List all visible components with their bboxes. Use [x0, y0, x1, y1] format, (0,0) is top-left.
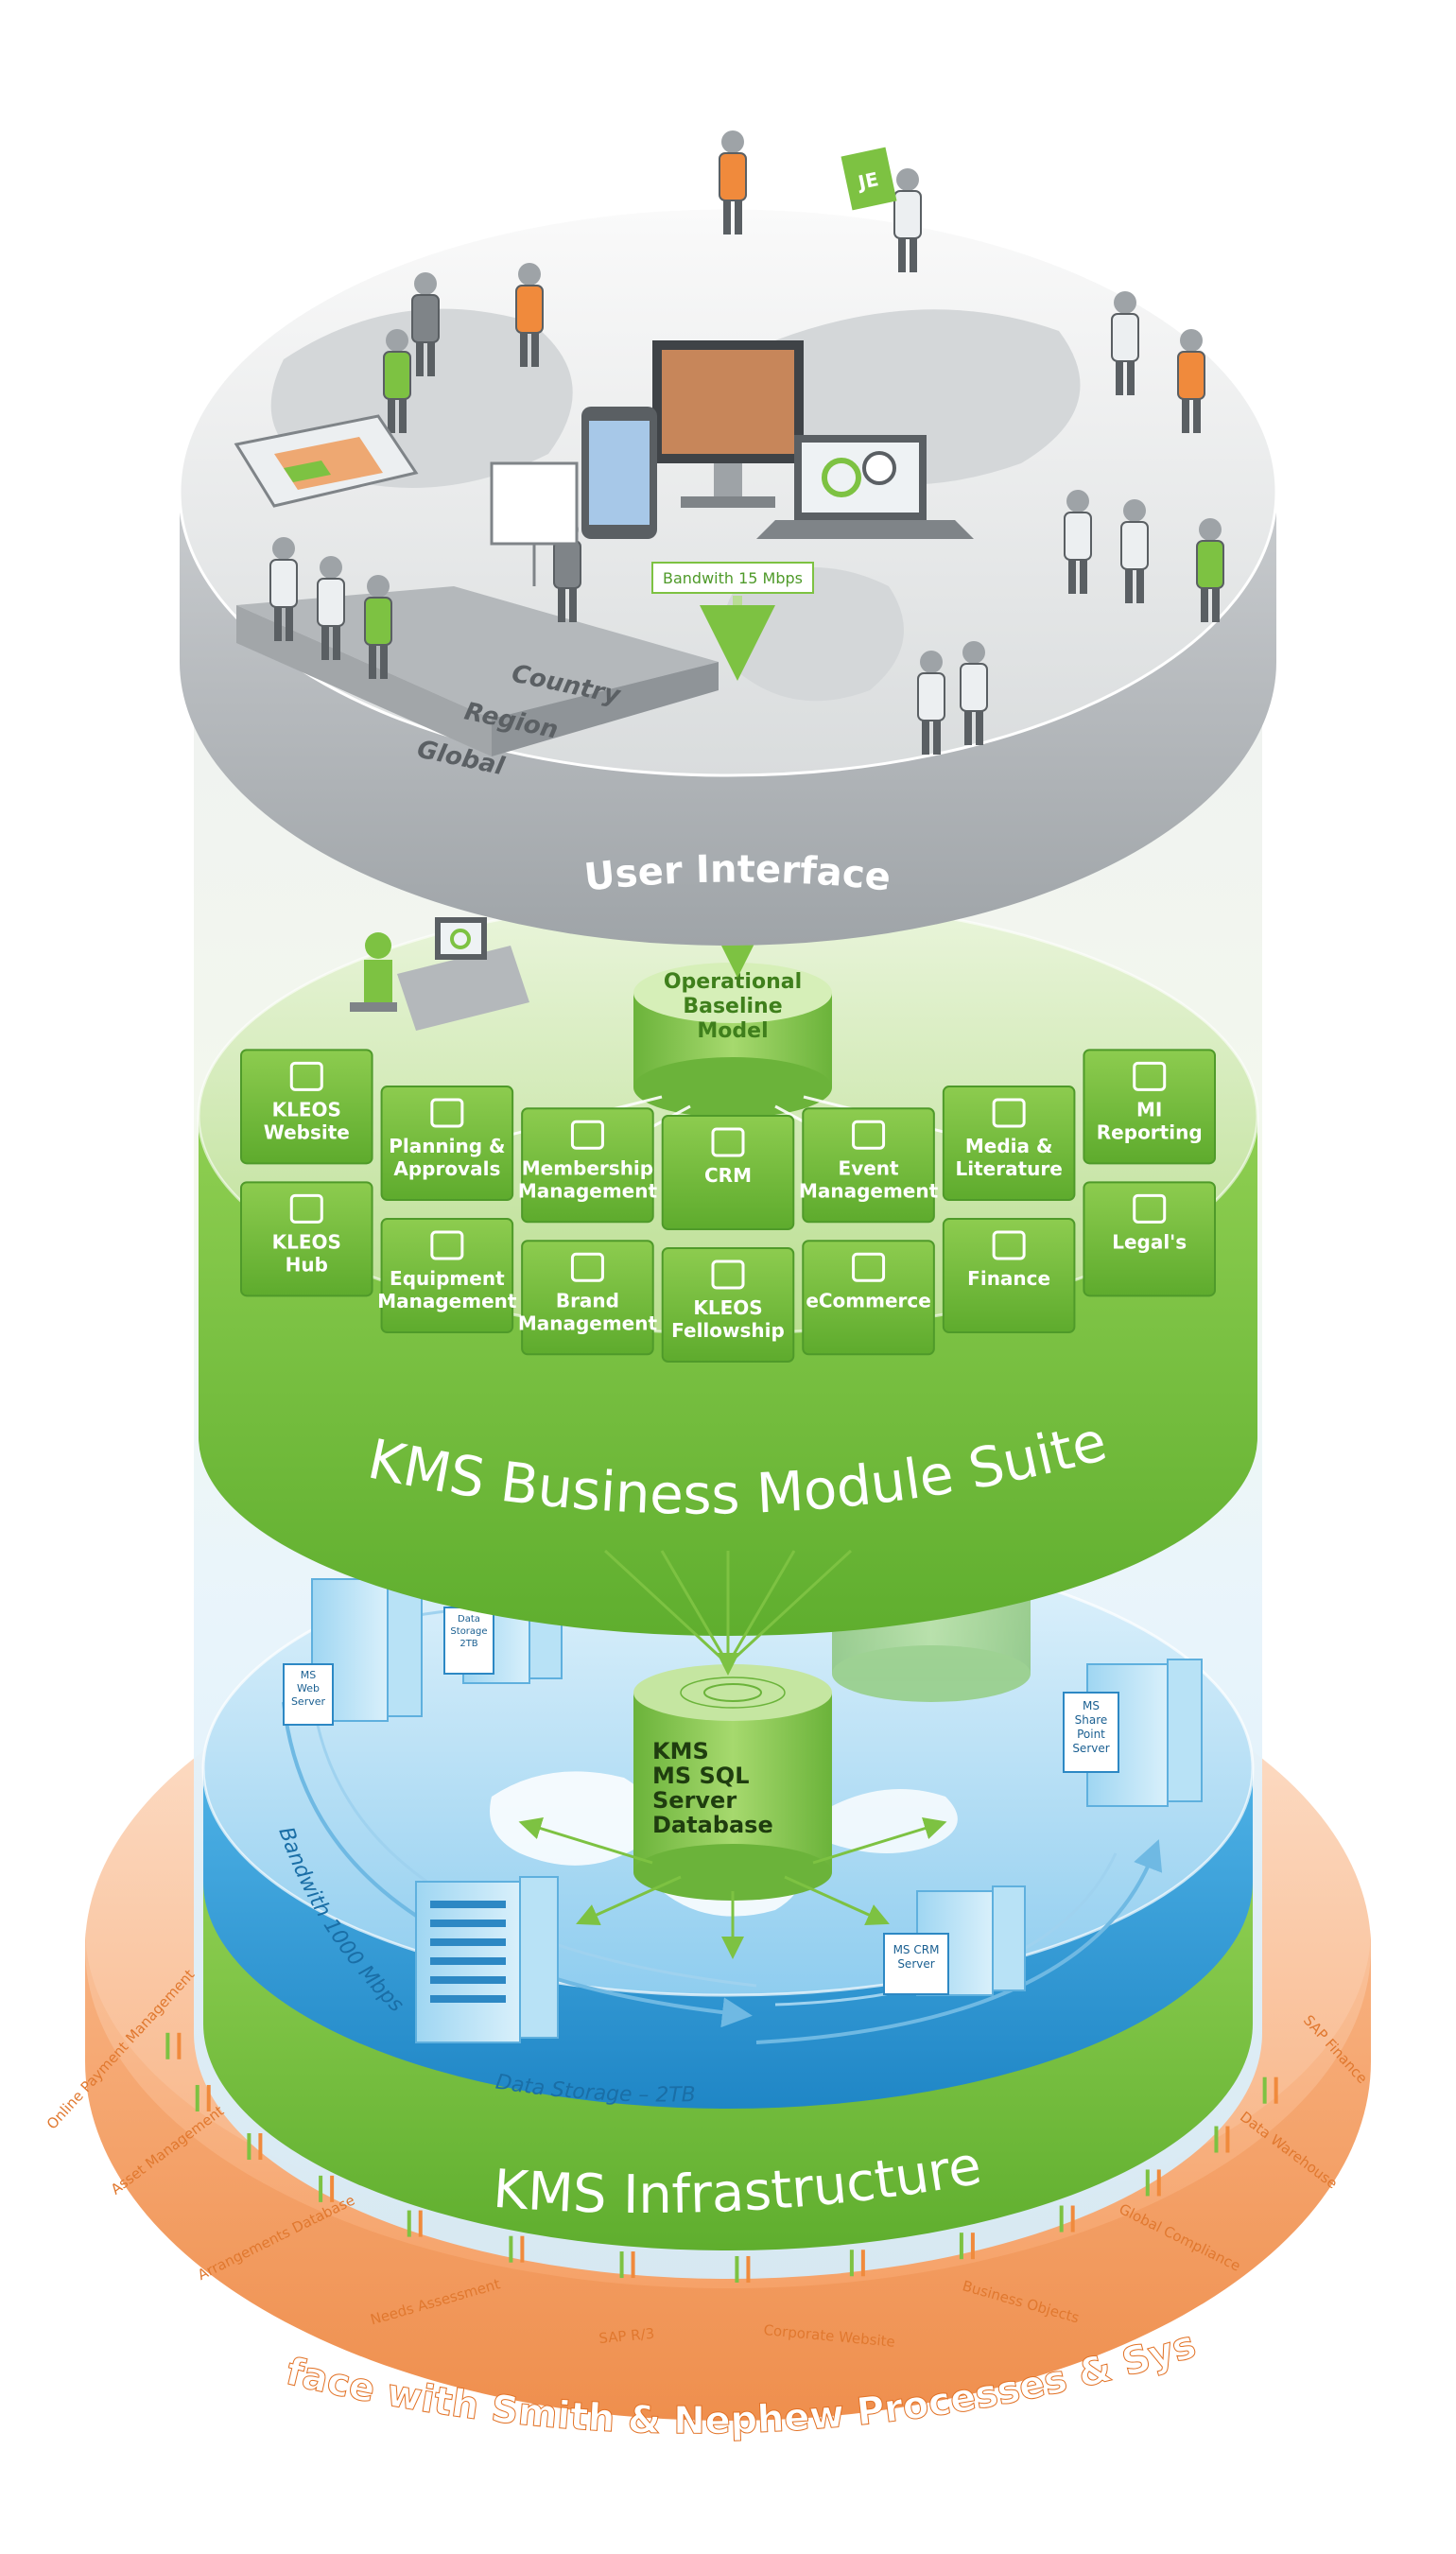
- person-figure: [383, 329, 411, 433]
- browser-icon: [289, 1061, 323, 1091]
- presentation-board: [490, 461, 579, 586]
- module-tile-bottom-6[interactable]: Legal's: [1083, 1181, 1217, 1297]
- module-label: CRM: [704, 1164, 752, 1187]
- module-tile-bottom-5[interactable]: Finance: [942, 1218, 1076, 1334]
- people-icon: [711, 1127, 745, 1157]
- cart-icon: [852, 1252, 886, 1282]
- module-label: Legal's: [1112, 1230, 1187, 1253]
- training-platform: [236, 586, 719, 756]
- ui-bandwidth-box: [651, 562, 814, 594]
- operator-workstation: [350, 917, 529, 1031]
- chart-icon: [1133, 1061, 1167, 1091]
- cone-icon: [992, 1098, 1026, 1128]
- module-label: Finance: [967, 1267, 1050, 1290]
- arrow-icon: [430, 1230, 464, 1260]
- hub-icon: [289, 1193, 323, 1224]
- person-figure: [269, 537, 298, 641]
- person-figure: [1120, 499, 1149, 603]
- analytics-ring-icon: [822, 458, 861, 497]
- calendar-board: [234, 414, 419, 508]
- ui-bandwidth-label: Bandwith 15 Mbps: [663, 569, 803, 587]
- exchange-arrows: [165, 2032, 1278, 2283]
- person-figure: [317, 556, 345, 660]
- module-label: Media &Literature: [955, 1135, 1062, 1180]
- module-tile-top-5[interactable]: Media &Literature: [942, 1086, 1076, 1202]
- module-label: Planning &Approvals: [389, 1135, 505, 1180]
- pound-icon: [992, 1230, 1026, 1260]
- shield-icon: [570, 1252, 604, 1282]
- person-figure: [1064, 490, 1092, 594]
- person-figure: [515, 263, 544, 367]
- crowd-icon: [711, 1260, 745, 1290]
- datacentre-rack: [415, 1876, 559, 2043]
- person-figure: [1196, 518, 1224, 622]
- group-icon: [570, 1120, 604, 1150]
- device-cluster: [581, 340, 974, 539]
- module-tile-bottom-4[interactable]: eCommerce: [802, 1240, 935, 1356]
- person-figure: [1111, 291, 1139, 395]
- person-figure: [364, 575, 392, 679]
- people-figures: [269, 130, 1224, 755]
- user-interface-tier: Country Region Global Bandwith 15 Mbps: [178, 130, 1278, 946]
- ticket-icon: [852, 1120, 886, 1150]
- person-figure: [917, 651, 945, 755]
- journal: JE: [841, 147, 897, 211]
- person-figure: [1177, 329, 1205, 433]
- module-tile-top-3[interactable]: CRM: [661, 1115, 795, 1230]
- briefcase-icon: [1133, 1193, 1167, 1224]
- magnifier-icon: [862, 451, 896, 485]
- system-label: SAP R/3: [598, 2325, 655, 2347]
- module-tile-top-1[interactable]: Planning &Approvals: [380, 1086, 514, 1202]
- person-figure: [411, 272, 440, 376]
- person-figure: [893, 168, 922, 272]
- person-figure: [719, 130, 747, 235]
- module-label: eCommerce: [806, 1289, 931, 1312]
- person-figure: [960, 641, 988, 745]
- checkbox-icon: [430, 1098, 464, 1128]
